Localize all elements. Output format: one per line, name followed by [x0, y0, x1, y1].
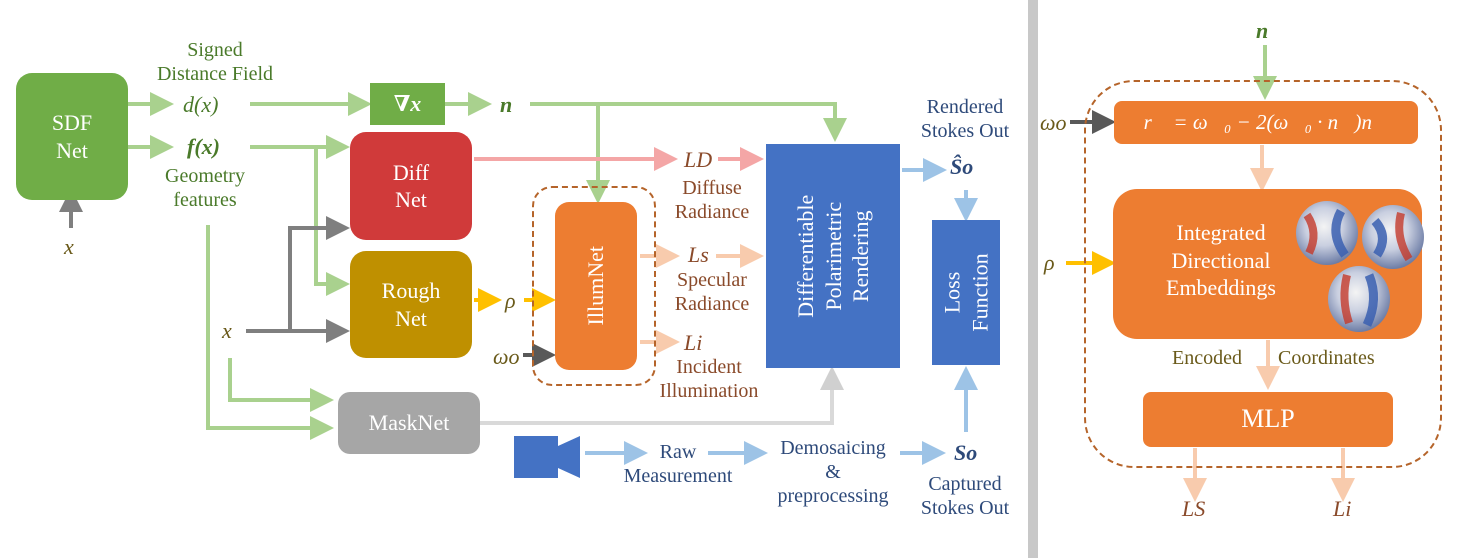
rho-label: ρ — [505, 288, 516, 313]
mlp-box: MLP — [1143, 392, 1393, 447]
right-rho-label: ρ — [1044, 250, 1055, 275]
s-hat-label: Ŝo — [950, 154, 974, 179]
specular-radiance-label: Specular Radiance — [674, 269, 750, 315]
sphere-thumbnails — [1296, 201, 1424, 332]
loss-label: Loss Function — [939, 253, 993, 332]
x-mid-label: x — [222, 318, 232, 343]
sdf-title: Signed Distance Field — [156, 39, 274, 85]
geometry-features-label: Geometry features — [165, 165, 245, 211]
sphere-1 — [1296, 201, 1358, 265]
n-label: n — [500, 92, 513, 117]
encoded-label: Encoded — [1172, 347, 1242, 369]
gradient-box: ∇x — [370, 83, 445, 125]
loss-box: Loss Function — [932, 220, 1000, 365]
sphere-3 — [1328, 266, 1390, 332]
f-x-label: f(x) — [187, 134, 220, 159]
demosaicing-label: Demosaicing & preprocessing — [777, 437, 889, 507]
right-l-s-label: LS — [1182, 496, 1206, 521]
sdf-net-box: SDF Net — [16, 73, 128, 200]
ide-label: Integrated Directional Embeddings — [1166, 220, 1276, 300]
d-x-label: d(x) — [183, 92, 219, 117]
l-i-label: Li — [684, 330, 703, 355]
render-box: Differentiable Polarimetric Rendering — [766, 144, 900, 368]
incident-illumination-label: Incident Illumination — [659, 356, 759, 402]
rough-net-box: Rough Net — [350, 251, 472, 358]
camera-icon — [514, 436, 580, 478]
l-d-label: LD — [684, 147, 713, 172]
sphere-2 — [1362, 205, 1424, 269]
right-omega-o-label: ωo — [1040, 110, 1067, 135]
mask-net-box: MaskNet — [338, 392, 480, 454]
render-label: Differentiable Polarimetric Rendering — [792, 194, 873, 318]
reflection-formula-box: r⃗ = ω⃗₀ − 2(ω⃗₀ · n⃗)n⃗ — [1114, 101, 1418, 144]
diff-net-box: Diff Net — [350, 132, 472, 240]
diffuse-radiance-label: Diffuse Radiance — [674, 177, 750, 223]
illumnet-dashed-frame — [532, 186, 656, 386]
x-bottom-label: x — [64, 234, 74, 259]
right-l-i-label: Li — [1333, 496, 1352, 521]
ide-box: Integrated Directional Embeddings — [1113, 189, 1424, 339]
rendered-stokes-label: Rendered Stokes Out — [920, 96, 1010, 142]
captured-stokes-label: Captured Stokes Out — [920, 473, 1010, 519]
panel-divider — [1028, 0, 1038, 558]
illum-net-box: IllumNet — [555, 202, 637, 370]
coordinates-label: Coordinates — [1278, 347, 1375, 369]
right-n-label: n — [1256, 18, 1269, 43]
l-s-label: Ls — [688, 242, 709, 267]
right-dashed-frame — [1084, 80, 1442, 468]
illum-net-label: IllumNet — [583, 246, 609, 326]
omega-o-label: ωo — [493, 344, 520, 369]
raw-measurement-label: Raw Measurement — [623, 441, 733, 487]
s-o-label: So — [954, 440, 978, 465]
